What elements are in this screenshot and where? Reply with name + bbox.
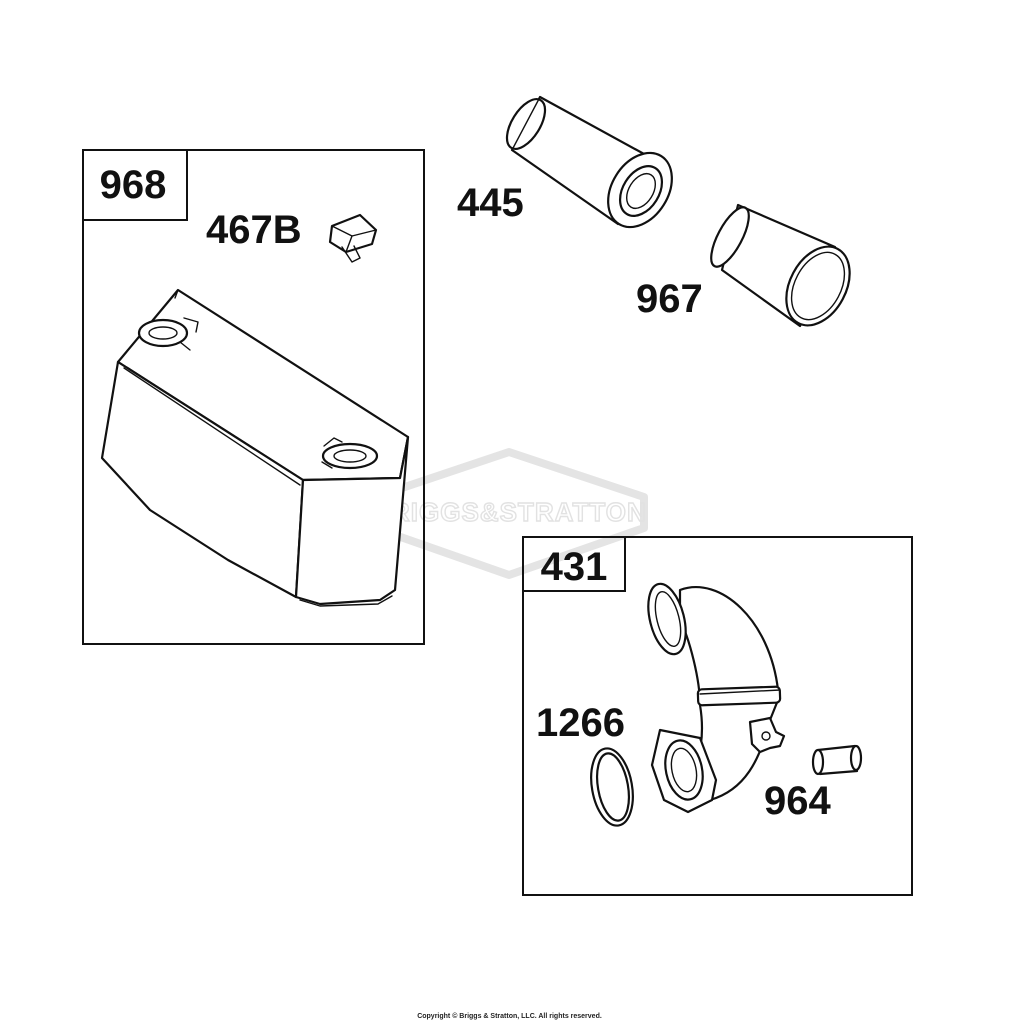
hose-icon	[811, 744, 863, 776]
label-967: 967	[636, 277, 703, 321]
label-964: 964	[764, 779, 831, 823]
label-1266: 1266	[536, 701, 625, 745]
group-431-label-box	[522, 536, 626, 592]
group-968-label-box	[82, 149, 188, 221]
copyright-notice: Copyright © Briggs & Stratton, LLC. All …	[417, 1013, 602, 1020]
pre-cleaner-sleeve-icon	[710, 203, 851, 328]
group-431-frame	[522, 536, 913, 896]
group-968-frame	[82, 149, 425, 645]
watermark-text: BRIGGS&STRATTON	[371, 497, 646, 527]
air-filter-cartridge-icon	[505, 95, 673, 229]
label-445: 445	[457, 181, 524, 225]
intake-elbow-icon	[647, 582, 786, 814]
air-filter-clip-icon	[328, 213, 378, 263]
air-cleaner-housing-icon	[100, 288, 410, 607]
o-ring-icon	[590, 747, 634, 827]
group-968-label: 968	[100, 163, 167, 207]
label-467B: 467B	[206, 208, 302, 252]
group-431-label: 431	[541, 545, 608, 589]
group-431: 431	[522, 536, 913, 896]
group-968: 968	[82, 149, 425, 645]
